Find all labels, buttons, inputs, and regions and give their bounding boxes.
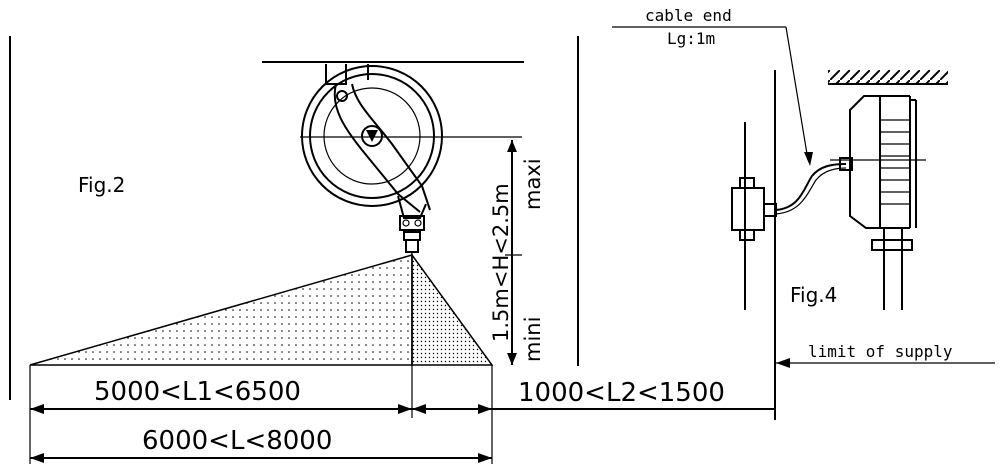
cable-length-label: Lg:1m: [667, 29, 715, 48]
l2-label: 1000<L2<1500: [518, 378, 725, 408]
maxi-label: maxi: [521, 158, 545, 210]
ceiling-hatch: [828, 70, 948, 84]
l1-label: 5000<L1<6500: [94, 377, 301, 407]
limit-of-supply-label: limit of supply: [808, 342, 953, 361]
fig2-label: Fig.2: [78, 173, 125, 197]
cable: [775, 163, 847, 211]
cable-end-label: cable end: [645, 6, 732, 25]
spray-zone-wide: [29, 254, 413, 366]
height-range-label: 1.5m<H<2.5m: [489, 183, 513, 342]
l-label: 6000<L<8000: [142, 426, 332, 456]
junction-box: [731, 122, 777, 310]
hose-reel-front-view: [830, 95, 926, 310]
spray-zone-near: [411, 252, 494, 366]
fig4-label: Fig.4: [790, 283, 837, 307]
hose-reel-side-view: [301, 64, 443, 253]
mini-label: mini: [521, 317, 545, 362]
cable-end-arrow-line: [785, 26, 809, 161]
